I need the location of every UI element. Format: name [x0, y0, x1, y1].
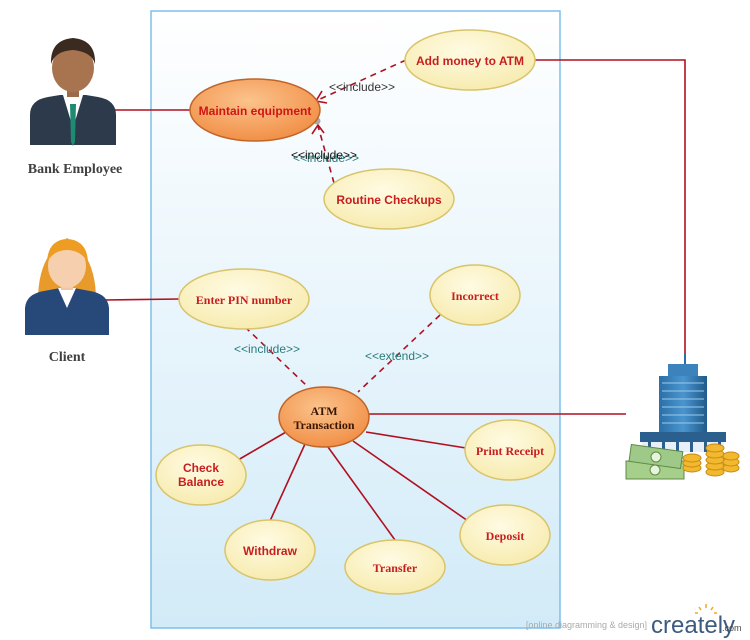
use-case-label: Incorrect: [451, 289, 499, 303]
association-client-pin: [103, 298, 181, 301]
actor-client[interactable]: Client: [25, 238, 109, 365]
use-case-atm-transaction[interactable]: ATM Transaction: [278, 386, 370, 448]
client-icon: [25, 238, 109, 335]
bank-building-money-icon: [625, 354, 740, 480]
use-case-label: Enter PIN number: [196, 293, 293, 307]
extend-incorrect-line: [357, 314, 441, 393]
include-routine-arrowhead: [311, 123, 325, 135]
actor-bank-employee[interactable]: Bank Employee: [28, 38, 123, 177]
association-atm-check-balance: [237, 431, 287, 461]
include-pin-line: [244, 326, 307, 386]
use-case-label: Maintain equipment: [199, 104, 312, 118]
use-case-label: Transfer: [373, 561, 418, 575]
actor-label: Bank Employee: [28, 162, 123, 177]
use-case-maintain-equipment[interactable]: Maintain equipment: [189, 78, 321, 142]
watermark-tagline: [online diagramming & design]: [526, 620, 647, 630]
watermark-brand: creately: [651, 612, 735, 639]
include-label-routine: <<include>>: [291, 148, 357, 162]
watermark-brand-suffix: .com: [722, 623, 742, 633]
creately-watermark: [online diagramming & design] creately .…: [526, 604, 742, 639]
include-label-add-money: <<include>>: [329, 80, 395, 94]
use-case-label: Deposit: [486, 529, 525, 543]
use-case-label-line1: ATM: [310, 404, 337, 418]
association-atm-transfer: [327, 446, 396, 541]
use-case-incorrect[interactable]: Incorrect: [429, 264, 521, 326]
bank-employee-icon: [30, 38, 116, 146]
use-case-withdraw[interactable]: Withdraw: [224, 519, 316, 581]
use-case-label: Withdraw: [243, 544, 298, 558]
use-case-label: Print Receipt: [476, 444, 544, 458]
include-routine-line: [317, 125, 335, 184]
include-add-money-line: [317, 59, 407, 101]
use-case-label: Add money to ATM: [416, 54, 524, 68]
use-case-print-receipt[interactable]: Print Receipt: [464, 419, 556, 481]
actor-bank[interactable]: [625, 354, 740, 480]
association-atm-print-receipt: [365, 431, 467, 449]
use-case-label-line2: Balance: [178, 475, 224, 489]
dependency-lines: [244, 59, 441, 393]
association-add-money-bank: [535, 59, 686, 360]
use-case-label: Routine Checkups: [336, 193, 442, 207]
use-case-label-line2: Transaction: [293, 418, 354, 432]
include-label-pin: <<include>>: [234, 342, 300, 356]
stereotype-labels: <<include>> <<include>> <<include>> <<in…: [234, 80, 429, 363]
use-case-check-balance[interactable]: Check Balance: [155, 444, 247, 506]
include-label-routine-shadow: <<include>>: [293, 151, 359, 165]
use-case-deposit[interactable]: Deposit: [459, 504, 551, 566]
actor-label: Client: [49, 350, 86, 365]
use-case-add-money[interactable]: Add money to ATM: [404, 29, 536, 91]
use-case-enter-pin[interactable]: Enter PIN number: [178, 268, 310, 330]
use-case-label-line1: Check: [183, 461, 219, 475]
use-case-routine-checkups[interactable]: Routine Checkups: [323, 168, 455, 230]
association-atm-deposit: [352, 440, 469, 522]
use-case-transfer[interactable]: Transfer: [344, 539, 446, 595]
association-atm-withdraw: [269, 443, 306, 522]
sun-icon: [695, 604, 717, 614]
extend-label-incorrect: <<extend>>: [365, 349, 429, 363]
